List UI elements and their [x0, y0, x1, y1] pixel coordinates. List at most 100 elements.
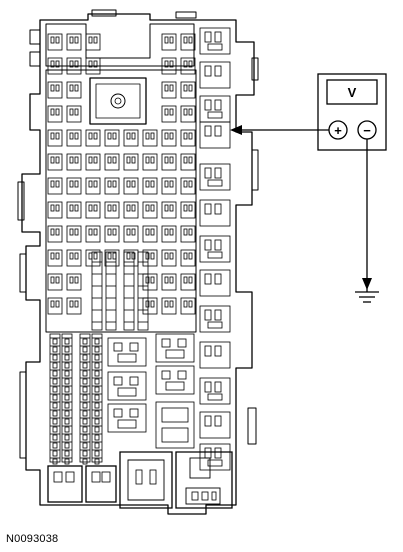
strip-fuse — [64, 338, 70, 345]
strip-fuse — [82, 346, 88, 353]
mini-fuse — [123, 153, 139, 171]
fuse-blade — [164, 36, 169, 44]
housing-ears — [17, 9, 259, 459]
fuse-blade — [169, 36, 174, 44]
relay-pin — [207, 321, 223, 329]
relay-pin — [207, 43, 223, 51]
fuse-blade — [188, 252, 193, 260]
relay-pin — [129, 342, 139, 352]
mini-fuse — [161, 273, 177, 291]
mini-fuse — [47, 201, 63, 219]
mini-fuse — [123, 201, 139, 219]
strip-fuse — [94, 458, 100, 465]
mini-fuse — [47, 177, 63, 195]
fuse-blade — [145, 276, 150, 284]
mini-fuse — [104, 201, 120, 219]
relay-pin — [214, 447, 222, 459]
relay-pin — [204, 65, 212, 77]
bottom-left-connector-2 — [85, 465, 117, 503]
fuse-blade — [183, 300, 188, 308]
strip-fuse — [64, 450, 70, 457]
mini-fuse — [142, 225, 158, 243]
fuse-blade — [126, 204, 131, 212]
fuse-blade — [188, 84, 193, 92]
mini-fuse — [66, 273, 82, 291]
relay — [199, 27, 231, 55]
fuse-blade — [55, 84, 60, 92]
fuse-blade — [69, 276, 74, 284]
fuse-blade — [74, 84, 79, 92]
fuse-blade — [169, 60, 174, 68]
fuse-blade — [69, 132, 74, 140]
relay — [199, 163, 231, 191]
fuse-blade — [88, 228, 93, 236]
strip-fuse — [52, 434, 58, 441]
lower-fuse-area — [49, 333, 195, 465]
mini-fuse — [180, 129, 196, 147]
fuse-blade — [50, 60, 55, 68]
mini-fuse — [47, 297, 63, 315]
fuse-blade — [145, 132, 150, 140]
fuse-blade — [55, 156, 60, 164]
relay-pin — [207, 179, 223, 187]
mini-fuse — [47, 81, 63, 99]
strip-fuse — [82, 338, 88, 345]
fuse-grid — [47, 33, 196, 331]
strip-fuse — [94, 394, 100, 401]
relay-pin — [204, 309, 212, 321]
mini-fuse — [47, 225, 63, 243]
voltmeter-body — [317, 73, 387, 151]
fuse-blade — [164, 300, 169, 308]
mini-fuse — [85, 129, 101, 147]
fuse-strip — [79, 333, 91, 463]
strip-fuse — [52, 410, 58, 417]
fuse-blade — [74, 228, 79, 236]
mini-fuse — [161, 57, 177, 75]
relay-pin — [117, 419, 137, 429]
fuse-blade — [183, 108, 188, 116]
relay-pin — [214, 203, 222, 215]
fuse-blade — [145, 204, 150, 212]
fuse-blade — [74, 276, 79, 284]
fuse-blade — [69, 108, 74, 116]
relay-pin — [204, 239, 212, 251]
fuse-blade — [145, 228, 150, 236]
mini-fuse — [47, 57, 63, 75]
fuse-blade — [74, 300, 79, 308]
fuse-blade — [183, 204, 188, 212]
mini-fuse — [180, 33, 196, 51]
relay-pin — [204, 125, 212, 137]
mini-fuse — [180, 57, 196, 75]
strip-fuse — [52, 450, 58, 457]
relay — [199, 443, 231, 471]
fuse-blade — [107, 132, 112, 140]
mini-fuse — [85, 153, 101, 171]
mini-fuse — [66, 225, 82, 243]
fuse-blade — [145, 180, 150, 188]
relay-pin — [117, 387, 137, 397]
relay-pin — [204, 203, 212, 215]
mini-fuse — [161, 225, 177, 243]
strip-fuse — [94, 426, 100, 433]
relay — [199, 121, 231, 149]
relay-block — [155, 401, 195, 449]
fuse-blade — [55, 300, 60, 308]
figure-reference-id: N0093038 — [6, 533, 59, 545]
relay-pin — [113, 342, 123, 352]
fuse-blade — [93, 180, 98, 188]
relay — [107, 337, 147, 367]
strip-fuse — [82, 450, 88, 457]
fuse-blade — [93, 252, 98, 260]
cartridge-fuse — [105, 251, 117, 331]
mini-fuse — [66, 105, 82, 123]
strip-fuse — [52, 442, 58, 449]
strip-fuse — [94, 378, 100, 385]
mini-fuse — [85, 177, 101, 195]
central-relay-block — [89, 77, 147, 125]
fuse-blade — [183, 180, 188, 188]
relay-pin — [214, 345, 222, 357]
relay-pin — [214, 125, 222, 137]
relay-pin — [214, 167, 222, 179]
relay-pin — [161, 338, 171, 348]
mini-fuse — [85, 201, 101, 219]
